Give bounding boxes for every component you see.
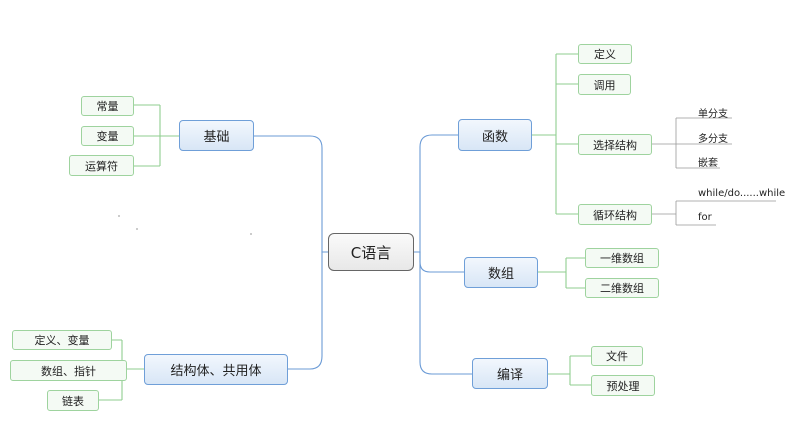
connector-selection-leaves xyxy=(652,117,732,169)
node-loop-structure[interactable]: 循环结构 xyxy=(578,204,652,225)
background-speck xyxy=(250,233,252,235)
connector-basics-children xyxy=(134,104,179,167)
connector-root-structs xyxy=(288,251,328,370)
connector-functions-children xyxy=(532,53,578,215)
root-node[interactable]: C语言 xyxy=(328,233,414,271)
node-variable[interactable]: 变量 xyxy=(81,126,134,146)
background-speck xyxy=(118,215,120,217)
leaf-while-do-while[interactable]: while/do......while xyxy=(698,188,786,199)
node-1d-array[interactable]: 一维数组 xyxy=(585,248,659,268)
leaf-single-branch[interactable]: 单分支 xyxy=(698,109,728,120)
node-func-call[interactable]: 调用 xyxy=(578,74,631,95)
node-struct-array-pointer[interactable]: 数组、指针 xyxy=(10,360,127,381)
branch-arrays[interactable]: 数组 xyxy=(464,257,538,288)
node-2d-array[interactable]: 二维数组 xyxy=(585,278,659,298)
node-linked-list[interactable]: 链表 xyxy=(47,390,99,411)
connector-root-compile xyxy=(414,251,472,375)
connector-root-functions xyxy=(414,134,458,253)
node-constant[interactable]: 常量 xyxy=(81,96,134,116)
connector-compile-children xyxy=(548,355,591,386)
node-preprocess[interactable]: 预处理 xyxy=(591,375,655,396)
node-operator[interactable]: 运算符 xyxy=(69,155,134,176)
background-speck xyxy=(136,228,138,230)
node-file[interactable]: 文件 xyxy=(591,346,643,366)
connector-arrays-children xyxy=(538,257,585,289)
branch-compile[interactable]: 编译 xyxy=(472,358,548,389)
connector-root-arrays xyxy=(414,251,464,273)
node-struct-definition[interactable]: 定义、变量 xyxy=(12,330,112,350)
branch-basics[interactable]: 基础 xyxy=(179,120,254,151)
connector-loop-leaves xyxy=(652,200,776,226)
node-selection-structure[interactable]: 选择结构 xyxy=(578,134,652,155)
leaf-for[interactable]: for xyxy=(698,212,712,223)
branch-functions[interactable]: 函数 xyxy=(458,119,532,151)
leaf-multi-branch[interactable]: 多分支 xyxy=(698,134,728,145)
node-func-definition[interactable]: 定义 xyxy=(578,44,632,64)
leaf-nested[interactable]: 嵌套 xyxy=(698,158,718,169)
connector-root-basics xyxy=(254,135,328,253)
branch-structs-unions[interactable]: 结构体、共用体 xyxy=(144,354,288,385)
